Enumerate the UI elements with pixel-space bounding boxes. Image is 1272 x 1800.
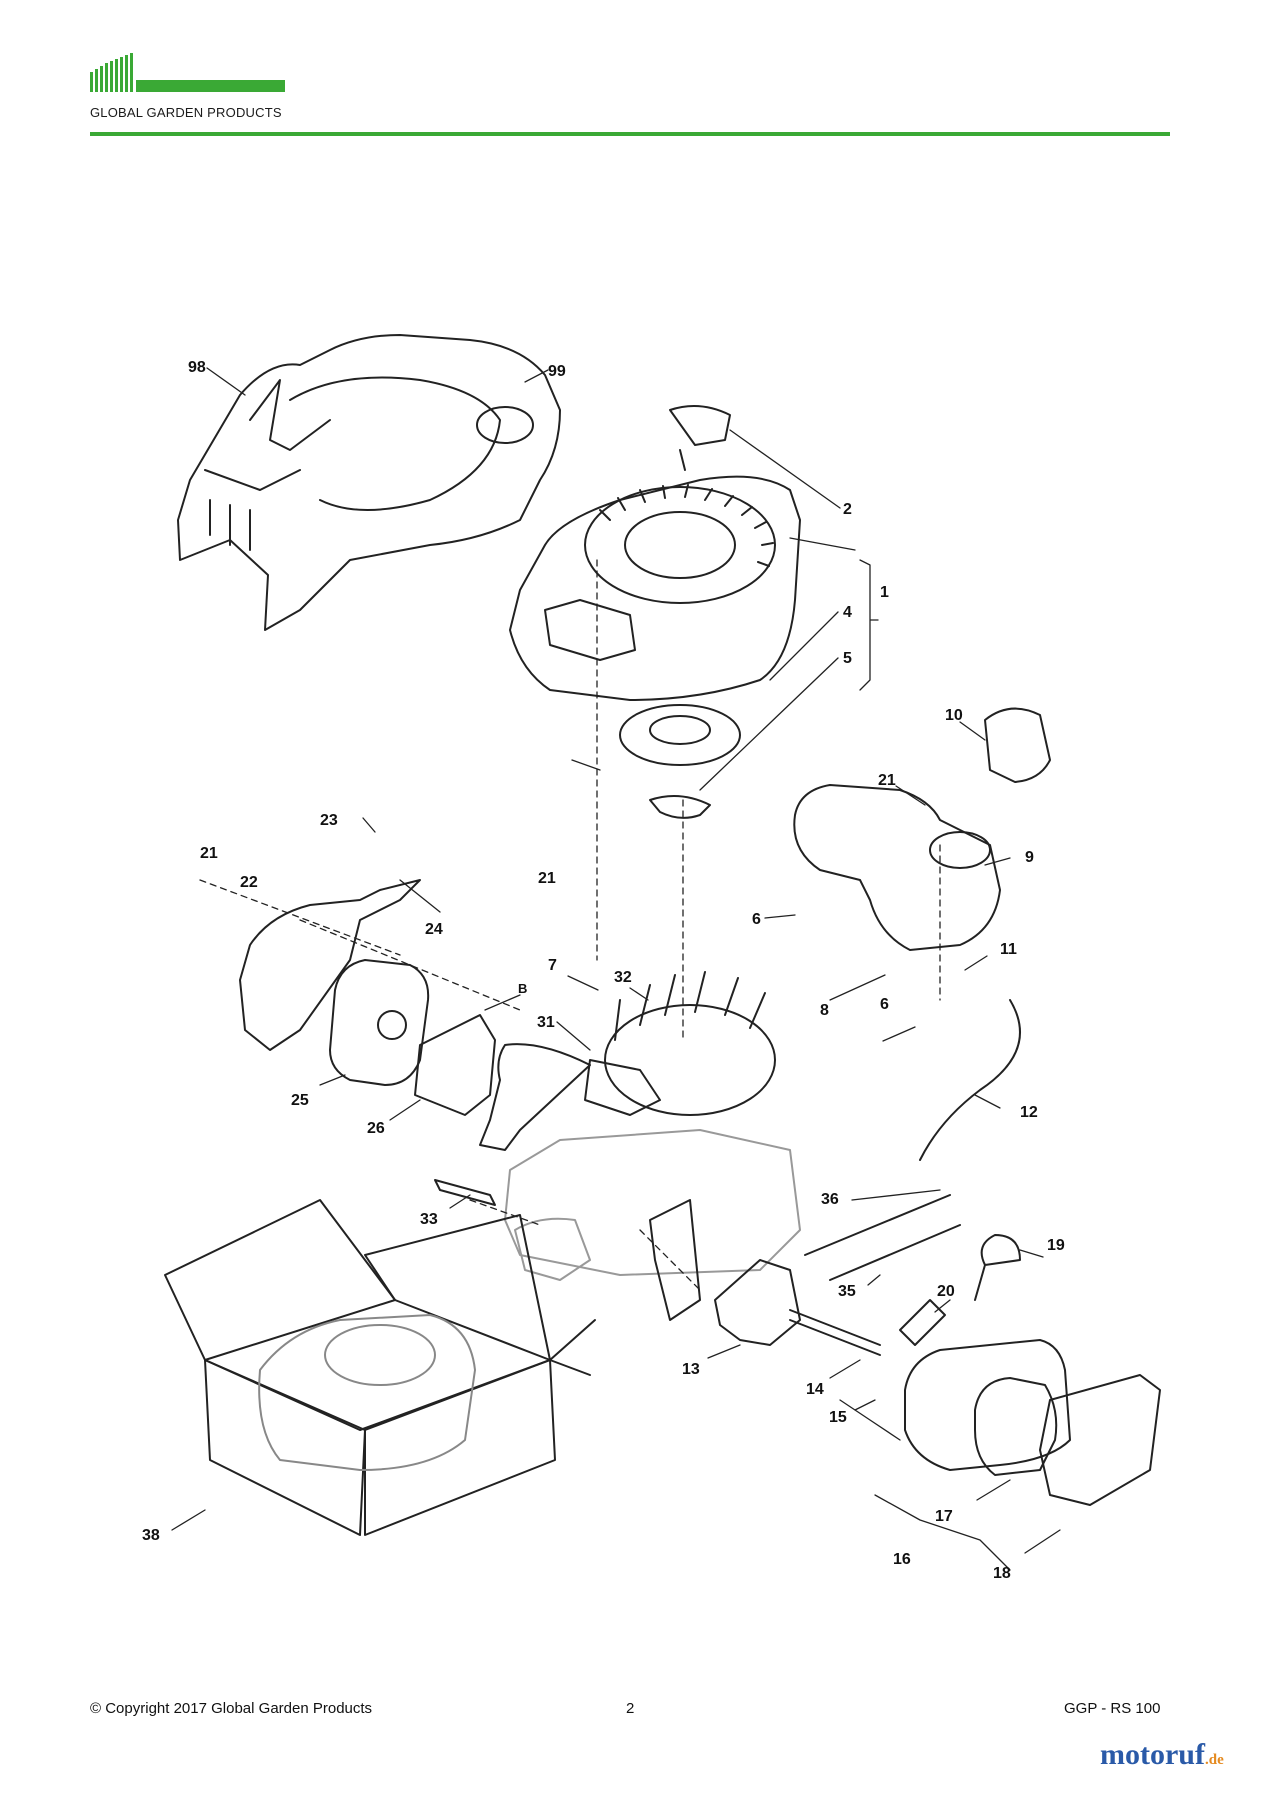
page-number: 2 (626, 1700, 635, 1717)
leader-lines (171, 367, 1061, 1571)
tube-part (899, 1299, 946, 1346)
spark-plug-part (434, 1179, 496, 1206)
air-filter-part (904, 1339, 1161, 1506)
engine-block-part (504, 1129, 801, 1281)
callout-5: 5 (843, 650, 852, 667)
callout-b: B (518, 981, 527, 996)
callout-38: 38 (142, 1527, 160, 1544)
callout-10: 10 (945, 707, 963, 724)
fuel-hose-part (919, 999, 1021, 1161)
model-code: GGP - RS 100 (1064, 1700, 1161, 1717)
callout-4: 4 (843, 604, 852, 621)
copyright-text: © Copyright 2017 Global Garden Products (90, 1700, 373, 1717)
carburettor-part (649, 1199, 881, 1356)
callout-99: 99 (548, 363, 566, 380)
callout-98: 98 (188, 359, 206, 376)
callout-1: 1 (880, 584, 889, 601)
callout-17: 17 (935, 1508, 953, 1525)
callout-26: 26 (367, 1120, 385, 1137)
callout-32: 32 (614, 969, 632, 986)
callout-24: 24 (425, 921, 443, 938)
callout-21a: 21 (878, 772, 896, 789)
brand-name: GLOBAL GARDEN PRODUCTS (90, 105, 282, 120)
starter-cover-part (509, 405, 801, 701)
callout-16: 16 (893, 1551, 911, 1568)
primer-bulb-part (974, 1234, 1021, 1301)
header-rule (90, 132, 1170, 136)
pulley-part (619, 704, 741, 819)
callout-8: 8 (820, 1002, 829, 1019)
shroud-part (177, 334, 561, 631)
callout-7: 7 (548, 957, 557, 974)
callout-19: 19 (1047, 1237, 1065, 1254)
motoruf-watermark: motoruf.de (1100, 1738, 1224, 1772)
callout-6a: 6 (752, 911, 761, 928)
callout-18: 18 (993, 1565, 1011, 1582)
callout-6b: 6 (880, 996, 889, 1013)
callout-9: 9 (1025, 849, 1034, 866)
page-header: GLOBAL GARDEN PRODUCTS (90, 52, 1170, 142)
callout-20: 20 (937, 1283, 955, 1300)
muffler-part (239, 879, 496, 1116)
callout-36: 36 (821, 1191, 839, 1208)
callout-25: 25 (291, 1092, 309, 1109)
callout-21b: 21 (200, 845, 218, 862)
callout-11: 11 (1000, 941, 1017, 958)
callout-13: 13 (682, 1361, 700, 1378)
flywheel-part (604, 971, 776, 1116)
callout-15: 15 (829, 1409, 847, 1426)
ggp-logo-icon (90, 53, 285, 92)
callout-33: 33 (420, 1211, 438, 1228)
callout-14: 14 (806, 1381, 824, 1398)
callout-12: 12 (1020, 1104, 1038, 1121)
watermark-suffix: .de (1204, 1752, 1224, 1768)
fuel-tank-part (793, 707, 1051, 951)
linkage-rod-part (804, 1194, 961, 1281)
assembly-dashed-lines (199, 559, 941, 1291)
callout-21c: 21 (538, 870, 556, 887)
callout-2: 2 (843, 501, 852, 518)
boxed-engine-part (164, 1199, 596, 1536)
watermark-main: motoruf (1100, 1738, 1205, 1771)
callout-23: 23 (320, 812, 338, 829)
callout-22: 22 (240, 874, 258, 891)
callout-labels: 98 99 2 1 4 5 10 21 9 6 11 8 6 12 23 21 … (142, 359, 1065, 1582)
callout-31: 31 (537, 1014, 555, 1031)
callout-35: 35 (838, 1283, 856, 1300)
